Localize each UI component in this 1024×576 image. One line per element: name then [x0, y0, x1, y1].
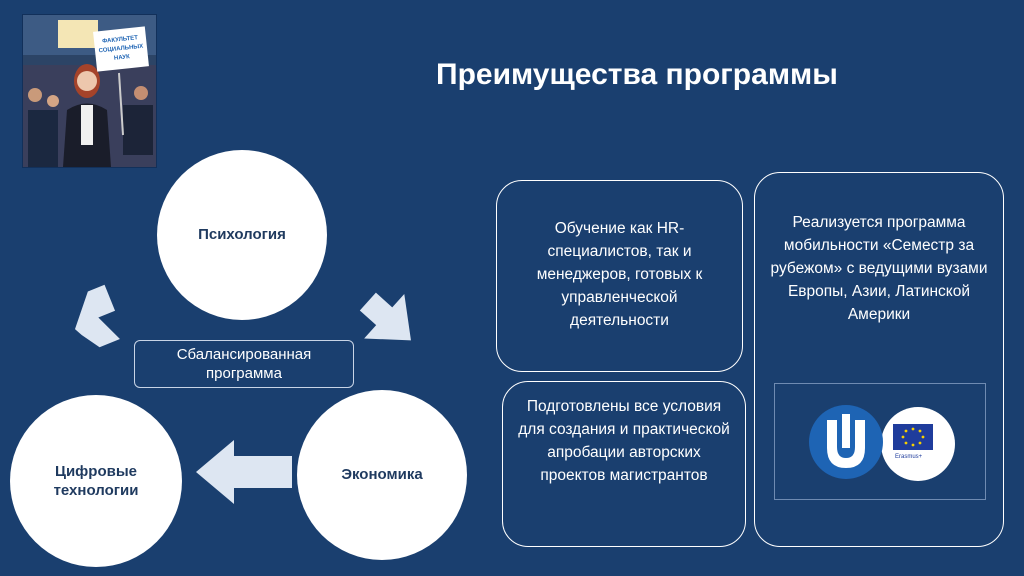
benefit-text-training: Обучение как HR-специалистов, так и мене…	[536, 220, 703, 329]
benefit-box-conditions: Подготовлены все условия для создания и …	[502, 381, 746, 547]
node-economics: Экономика	[297, 390, 467, 560]
svg-text:НАУК: НАУК	[114, 54, 131, 62]
eu-flag-icon	[893, 424, 933, 450]
benefit-box-mobility: Реализуется программа мобильности «Семес…	[754, 172, 1004, 547]
arrow-down-right-icon	[359, 292, 411, 341]
svg-text:ФАКУЛЬТЕТ: ФАКУЛЬТЕТ	[102, 35, 139, 45]
node-digital: Цифровые технологии	[10, 395, 182, 567]
center-label: Сбалансированная программа	[134, 340, 354, 388]
node-economics-label: Экономика	[341, 466, 423, 484]
event-photo: ФАКУЛЬТЕТ СОЦИАЛЬНЫХ НАУК	[22, 14, 157, 168]
partner-logos: Erasmus+	[774, 383, 986, 500]
erasmus-label: Erasmus+	[895, 454, 923, 460]
benefit-text-conditions: Подготовлены все условия для создания и …	[518, 398, 730, 484]
arrow-up-right-icon	[74, 284, 120, 348]
arrow-left-icon	[196, 440, 292, 504]
svg-text:СОЦИАЛЬНЫХ: СОЦИАЛЬНЫХ	[98, 44, 143, 55]
benefit-text-mobility: Реализуется программа мобильности «Семес…	[770, 214, 988, 323]
node-digital-label: Цифровые технологии	[53, 462, 139, 500]
node-psychology-label: Психология	[198, 226, 286, 244]
center-label-text: Сбалансированная программа	[176, 346, 312, 382]
slide-title: Преимущества программы	[436, 58, 838, 91]
benefit-box-training: Обучение как HR-специалистов, так и мене…	[496, 180, 743, 372]
node-psychology: Психология	[157, 150, 327, 320]
